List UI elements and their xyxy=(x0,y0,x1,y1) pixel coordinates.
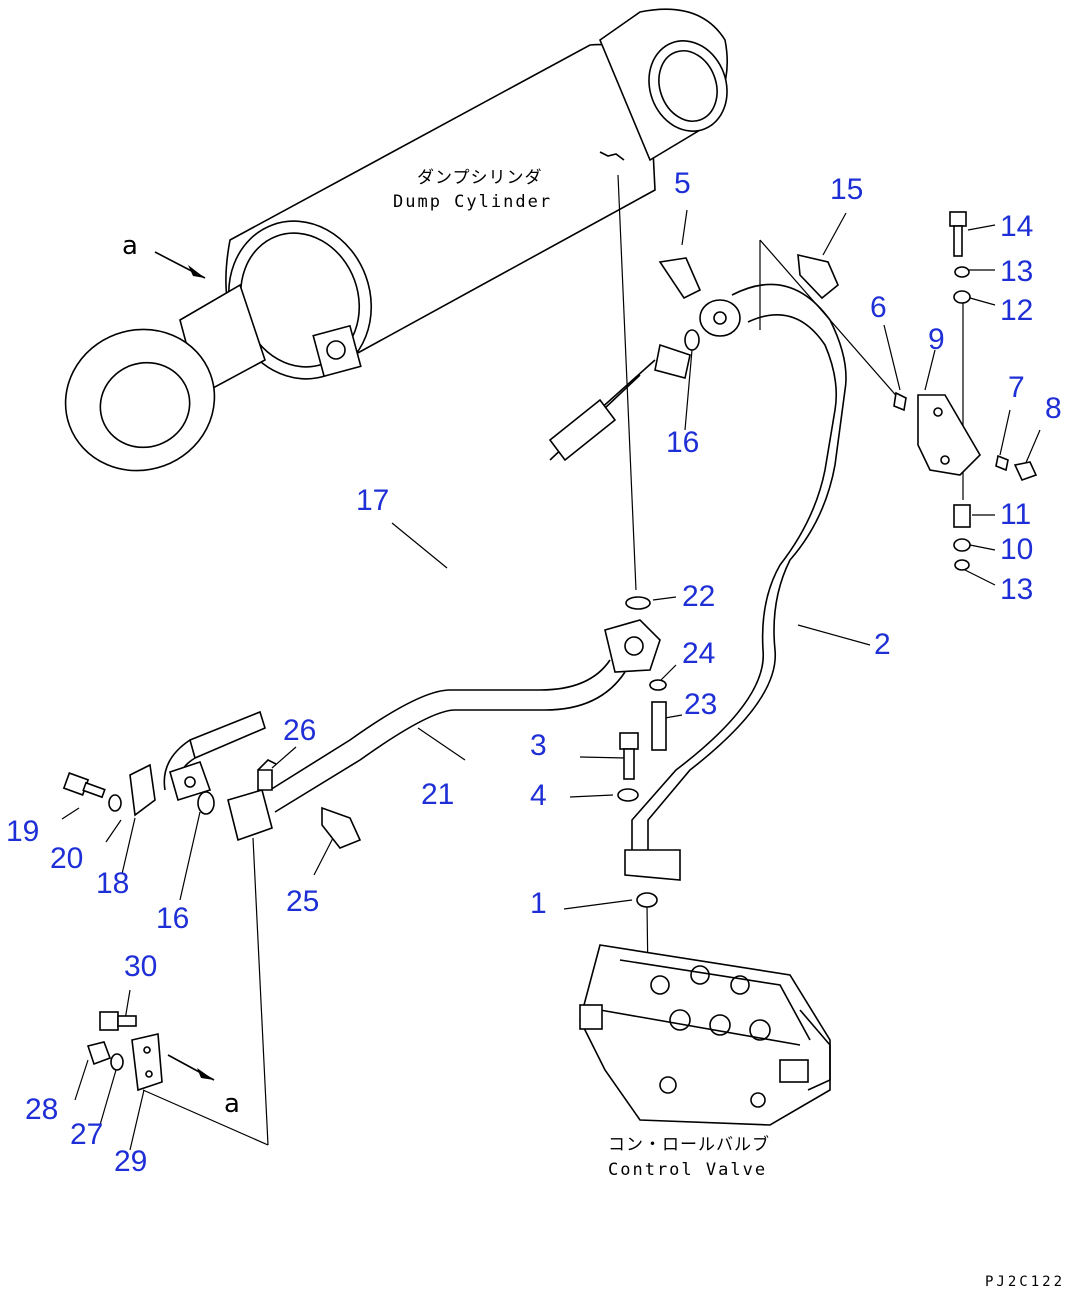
callout-10: 10 xyxy=(1000,533,1033,566)
callout-16-top: 16 xyxy=(666,426,699,459)
callout-13-bottom: 13 xyxy=(1000,573,1033,606)
callout-14: 14 xyxy=(1000,210,1033,243)
callout-4: 4 xyxy=(530,779,547,812)
control-valve: コン・ロールバルブ Control Valve xyxy=(579,944,831,1180)
callout-16-bottom: 16 xyxy=(156,902,189,935)
callout-21: 21 xyxy=(421,778,454,811)
callout-22: 22 xyxy=(682,580,715,613)
dump-cylinder: ダンプシリンダ Dump Cylinder xyxy=(64,8,728,472)
view-arrow-top-icon xyxy=(188,265,205,278)
callout-26: 26 xyxy=(283,714,316,747)
drawing-reference: PJ2C122 xyxy=(985,1274,1065,1290)
callouts: 1 2 3 4 5 6 7 8 9 10 11 12 13 13 14 15 1… xyxy=(6,167,1062,1178)
callout-12: 12 xyxy=(1000,294,1033,327)
callout-3: 3 xyxy=(530,729,547,762)
callout-30: 30 xyxy=(124,950,157,983)
callout-15: 15 xyxy=(830,173,863,206)
hose-17 xyxy=(163,343,691,802)
callout-28: 28 xyxy=(25,1093,58,1126)
callout-29: 29 xyxy=(114,1145,147,1178)
view-mark-bottom: a xyxy=(167,1054,240,1119)
callout-7: 7 xyxy=(1008,371,1025,404)
callout-18: 18 xyxy=(96,867,129,900)
callout-19: 19 xyxy=(6,815,39,848)
callout-13-top: 13 xyxy=(1000,255,1033,288)
control-valve-en-label: Control Valve xyxy=(608,1160,767,1180)
tube-2 xyxy=(624,283,847,881)
callout-8: 8 xyxy=(1045,392,1062,425)
callout-27: 27 xyxy=(70,1118,103,1151)
callout-2: 2 xyxy=(874,628,891,661)
callout-17: 17 xyxy=(356,484,389,517)
callout-11: 11 xyxy=(1000,498,1031,531)
callout-23: 23 xyxy=(684,688,717,721)
callout-6: 6 xyxy=(870,291,887,324)
dump-cylinder-en-label: Dump Cylinder xyxy=(393,192,552,212)
view-mark-bottom-letter: a xyxy=(224,1089,240,1119)
view-mark-top: a xyxy=(122,231,206,279)
control-valve-jp-label: コン・ロールバルブ xyxy=(608,1134,770,1155)
dump-cylinder-jp-label: ダンプシリンダ xyxy=(417,168,543,188)
view-mark-top-letter: a xyxy=(122,231,138,261)
callout-9: 9 xyxy=(928,323,945,356)
callout-25: 25 xyxy=(286,885,319,918)
callout-1: 1 xyxy=(530,887,547,920)
callout-5: 5 xyxy=(674,167,691,200)
tube-21 xyxy=(227,619,661,842)
callout-20: 20 xyxy=(50,842,83,875)
callout-24: 24 xyxy=(682,637,715,670)
view-arrow-bottom-icon xyxy=(197,1068,214,1080)
small-parts xyxy=(62,211,1038,1092)
